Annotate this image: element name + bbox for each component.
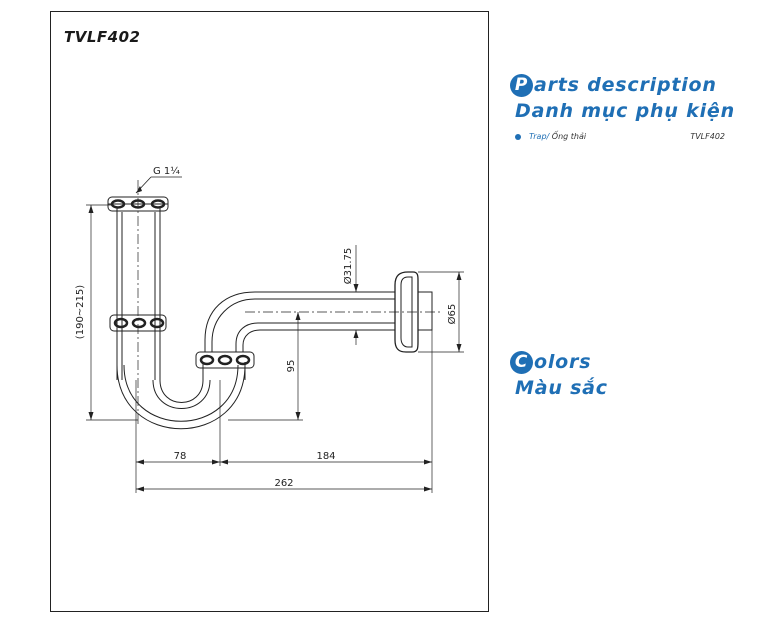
arrowheads <box>88 186 462 492</box>
colors-title-vn: Màu sắc <box>515 377 608 399</box>
part-name-en: Trap/ <box>529 132 550 141</box>
part-list-item: Trap/ Ống thải TVLF402 <box>515 131 725 145</box>
wall-flange <box>394 271 433 353</box>
u-bend <box>116 362 246 430</box>
bullet-icon <box>515 134 521 140</box>
model-title: TVLF402 <box>64 28 141 46</box>
inlet-pipe <box>116 207 161 380</box>
thread-label: G 1¼ <box>153 165 180 177</box>
middle-nut <box>109 314 167 365</box>
part-name-vn: Ống thải <box>549 132 587 141</box>
dimension-lines <box>86 180 464 493</box>
parts-title-en: arts description <box>534 74 717 96</box>
part-code: TVLF402 <box>690 132 725 141</box>
width-78-label: 78 <box>174 451 187 462</box>
width-184-label: 184 <box>316 451 335 462</box>
pipe-diameter-label: Ø31.75 <box>342 248 354 285</box>
drawing-frame <box>50 11 489 612</box>
elbow-pipe <box>204 291 395 352</box>
parts-title-vn: Danh mục phụ kiện <box>515 100 735 122</box>
flange-diameter-label: Ø65 <box>446 304 458 325</box>
width-262-label: 262 <box>274 478 293 489</box>
colors-title-en: olors <box>534 351 592 373</box>
height-range-label: (190~215) <box>75 285 86 339</box>
parts-initial-badge: P <box>510 74 533 97</box>
colors-initial-badge: C <box>510 351 533 374</box>
depth-label: 95 <box>286 360 297 373</box>
part-name: Trap/ Ống thải <box>529 132 586 141</box>
bend-nut <box>195 351 255 369</box>
